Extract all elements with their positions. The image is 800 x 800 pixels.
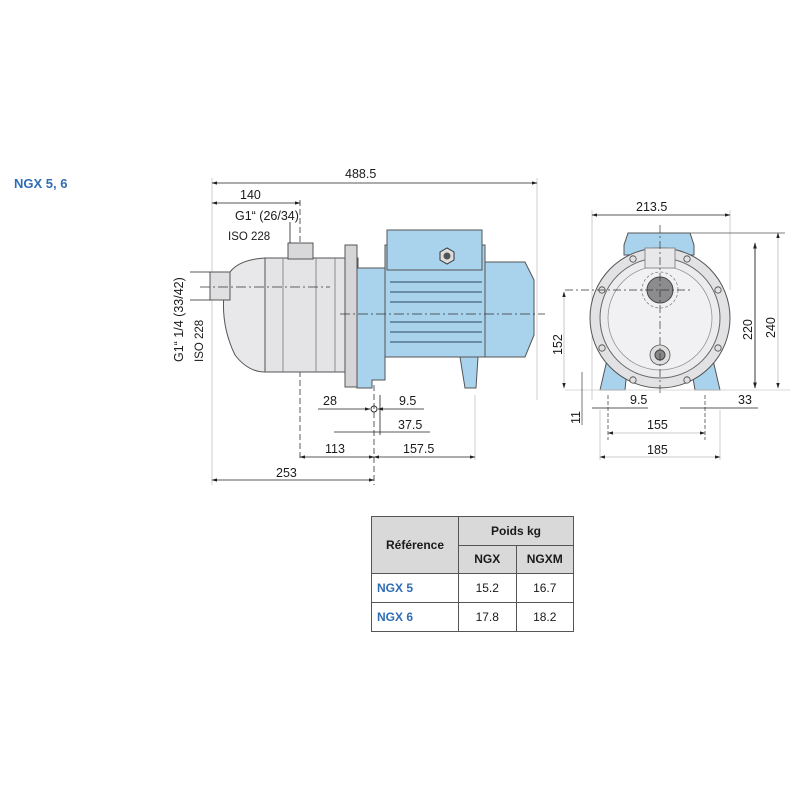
dim-inlet-foot: 253 (276, 466, 297, 480)
dim-height-total: 240 (764, 317, 778, 338)
table-row: NGX 6 17.8 18.2 (371, 602, 574, 632)
outlet-thread-label: G1“ (26/34) (235, 209, 299, 223)
header-reference: Référence (371, 516, 459, 574)
table-row: NGX 5 15.2 16.7 (371, 573, 574, 603)
model-title: NGX 5, 6 (14, 176, 68, 191)
dim-foot-hole: 37.5 (398, 418, 422, 432)
row-ngx: 15.2 (458, 573, 517, 603)
dim-foot-left: 28 (323, 394, 337, 408)
inlet-thread-label: G1“ 1/4 (33/42) (172, 277, 186, 362)
dim-hole-spacing: 155 (647, 418, 668, 432)
front-view: 213.5 220 240 152 11 (551, 200, 790, 460)
dim-front-hole-right: 33 (738, 393, 752, 407)
header-ngxm: NGXM (515, 544, 574, 574)
dim-height-inner: 220 (741, 319, 755, 340)
dim-axis-height: 152 (551, 334, 565, 355)
row-ngx: 17.8 (458, 602, 517, 632)
dim-foot-thickness: 11 (569, 411, 583, 424)
dim-axis-foot-left: 113 (325, 442, 345, 456)
row-ngxm: 18.2 (515, 602, 574, 632)
side-view: 488.5 140 G1“ (26/34) ISO 228 G1“ 1/4 (3… (172, 167, 545, 485)
dim-foot-right: 9.5 (399, 394, 416, 408)
outlet-std-label: ISO 228 (228, 231, 270, 243)
dim-front-width: 213.5 (636, 200, 667, 214)
dim-foot-width: 185 (647, 443, 668, 457)
row-ref: NGX 5 (371, 573, 459, 603)
row-ngxm: 16.7 (515, 573, 574, 603)
dim-axis-foot-right: 157.5 (403, 442, 434, 456)
row-ref: NGX 6 (371, 602, 459, 632)
dim-overall-length: 488.5 (345, 167, 376, 181)
dim-front-hole-left: 9.5 (630, 393, 647, 407)
dim-inlet-outlet: 140 (240, 188, 261, 202)
weights-table: Référence Poids kg NGX NGXM NGX 5 15.2 1… (371, 516, 574, 632)
header-weight-group: Poids kg (458, 516, 574, 546)
header-ngx: NGX (458, 544, 517, 574)
inlet-std-label: ISO 228 (194, 320, 206, 362)
